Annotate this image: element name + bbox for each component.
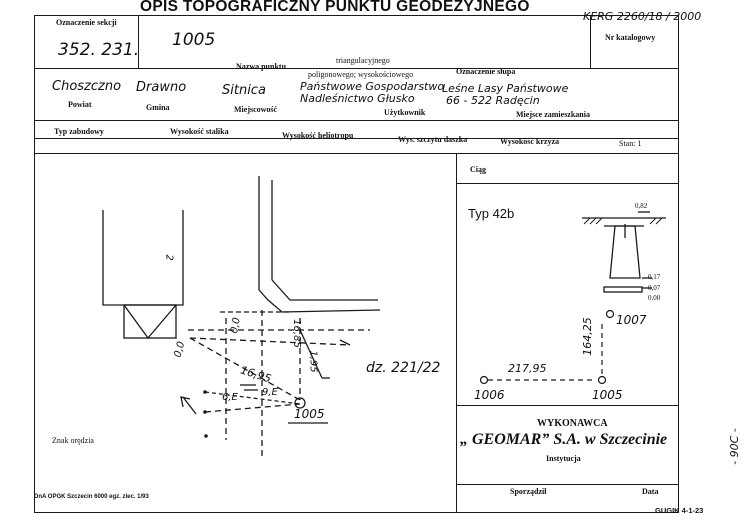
point-1005: 1005 <box>592 388 623 402</box>
margin-note: - 90C - <box>727 428 741 465</box>
post-label: Oznaczenie słupa <box>456 67 516 76</box>
kerg-number: KERG 2260/18 / 2000 <box>583 10 702 23</box>
miejscowosc-label: Miejscowość <box>234 105 278 114</box>
ciag-label: Ciąg <box>470 165 486 174</box>
hatching <box>583 217 663 225</box>
gmina-value: Drawno <box>136 80 187 95</box>
height-4: 0,00 <box>648 294 661 302</box>
executor-divider <box>456 405 678 406</box>
location-divider <box>34 120 678 121</box>
section-value: 352. 231. <box>58 40 140 60</box>
catalog-label: Nr katalogowy <box>605 33 656 42</box>
traverse-diagram <box>479 309 615 385</box>
signature-divider <box>456 484 678 485</box>
measure-3: 16,85 <box>290 319 302 348</box>
height-1: 0,82 <box>635 202 648 210</box>
frame-right <box>678 15 679 512</box>
field-heliotropu: Wysokość heliotropu <box>282 131 354 140</box>
uzytkownik-line1: Państwowe Gospodarstwo <box>300 80 445 93</box>
data-label: Data <box>642 487 659 496</box>
zamieszkanie-label: Miejsce zamieszkania <box>516 110 590 119</box>
sporzadzil-label: Sporządził <box>510 487 547 496</box>
measure-8: 2 <box>163 254 175 261</box>
frame-top <box>34 15 678 16</box>
fields-divider <box>34 138 678 139</box>
type-poly: poligonowego; wysokościowego <box>308 70 414 79</box>
sketch-point-number: 1005 <box>294 407 325 421</box>
header-divider <box>34 68 678 69</box>
right-panel-divider <box>456 153 457 512</box>
measure-6: 6,E <box>222 392 238 403</box>
gmina-label: Gmina <box>146 103 170 112</box>
sketch-top-divider <box>34 153 678 154</box>
distance-1: 217,95 <box>508 362 547 375</box>
section-label: Oznaczenie sekcji <box>56 18 117 27</box>
field-daszka: Wys. szczytu daszka <box>398 135 468 144</box>
page-title: OPIS TOPOGRAFICZNY PUNKTU GEODEZYJNEGO <box>140 0 530 15</box>
uzytkownik-label: Użytkownik <box>384 108 426 117</box>
monument-type: Typ 42b <box>468 206 515 221</box>
frame-bottom <box>34 512 678 513</box>
height-3: 0,07 <box>648 284 661 292</box>
point-1007: 1007 <box>616 313 647 327</box>
zamieszkanie-line2: 66 - 522 Radęcin <box>446 94 540 107</box>
section-divider <box>138 15 139 68</box>
monument-diagram <box>582 211 666 293</box>
field-stalika: Wysokość stalika <box>170 127 229 136</box>
ciag-divider <box>456 183 678 184</box>
point-name-label: Nazwa punktu <box>236 62 287 71</box>
point-1006: 1006 <box>474 388 505 402</box>
powiat-value: Choszczno <box>52 79 122 94</box>
powiat-label: Powiat <box>68 100 92 109</box>
field-stan: Stan: 1 <box>619 139 642 148</box>
field-zabudowy: Typ zabudowy <box>54 127 104 136</box>
measure-4: 1,95 <box>307 350 319 373</box>
field-krzyza: Wysokość krzyża <box>500 137 560 146</box>
north-label: Znak orędzia <box>52 436 94 445</box>
height-2: 0,17 <box>648 273 661 281</box>
miejscowosc-value: Sitnica <box>222 83 266 98</box>
distance-2: 164,25 <box>580 317 594 356</box>
catalog-divider <box>590 15 591 68</box>
instytucja-label: Instytucja <box>546 454 581 463</box>
type-trig: triangulacyjnego <box>336 56 390 65</box>
frame-left <box>34 15 35 512</box>
parcel-number: dz. 221/22 <box>366 360 441 376</box>
zamieszkanie-line1: Leśne Lasy Państwowe <box>442 82 569 95</box>
footer-right: GUGIK 4-1-23 <box>655 506 704 515</box>
company-name: „ GEOMAR” S.A. w Szczecinie <box>460 431 668 448</box>
footer-left: DnA OPGK Szczecin 6000 egz. zlec. 1/93 <box>34 494 149 500</box>
wykonawca-label: WYKONAWCA <box>537 418 608 429</box>
uzytkownik-line2: Nadleśnictwo Głusko <box>300 92 415 105</box>
measure-7: 9,E <box>262 387 278 398</box>
point-number: 1005 <box>172 30 216 50</box>
